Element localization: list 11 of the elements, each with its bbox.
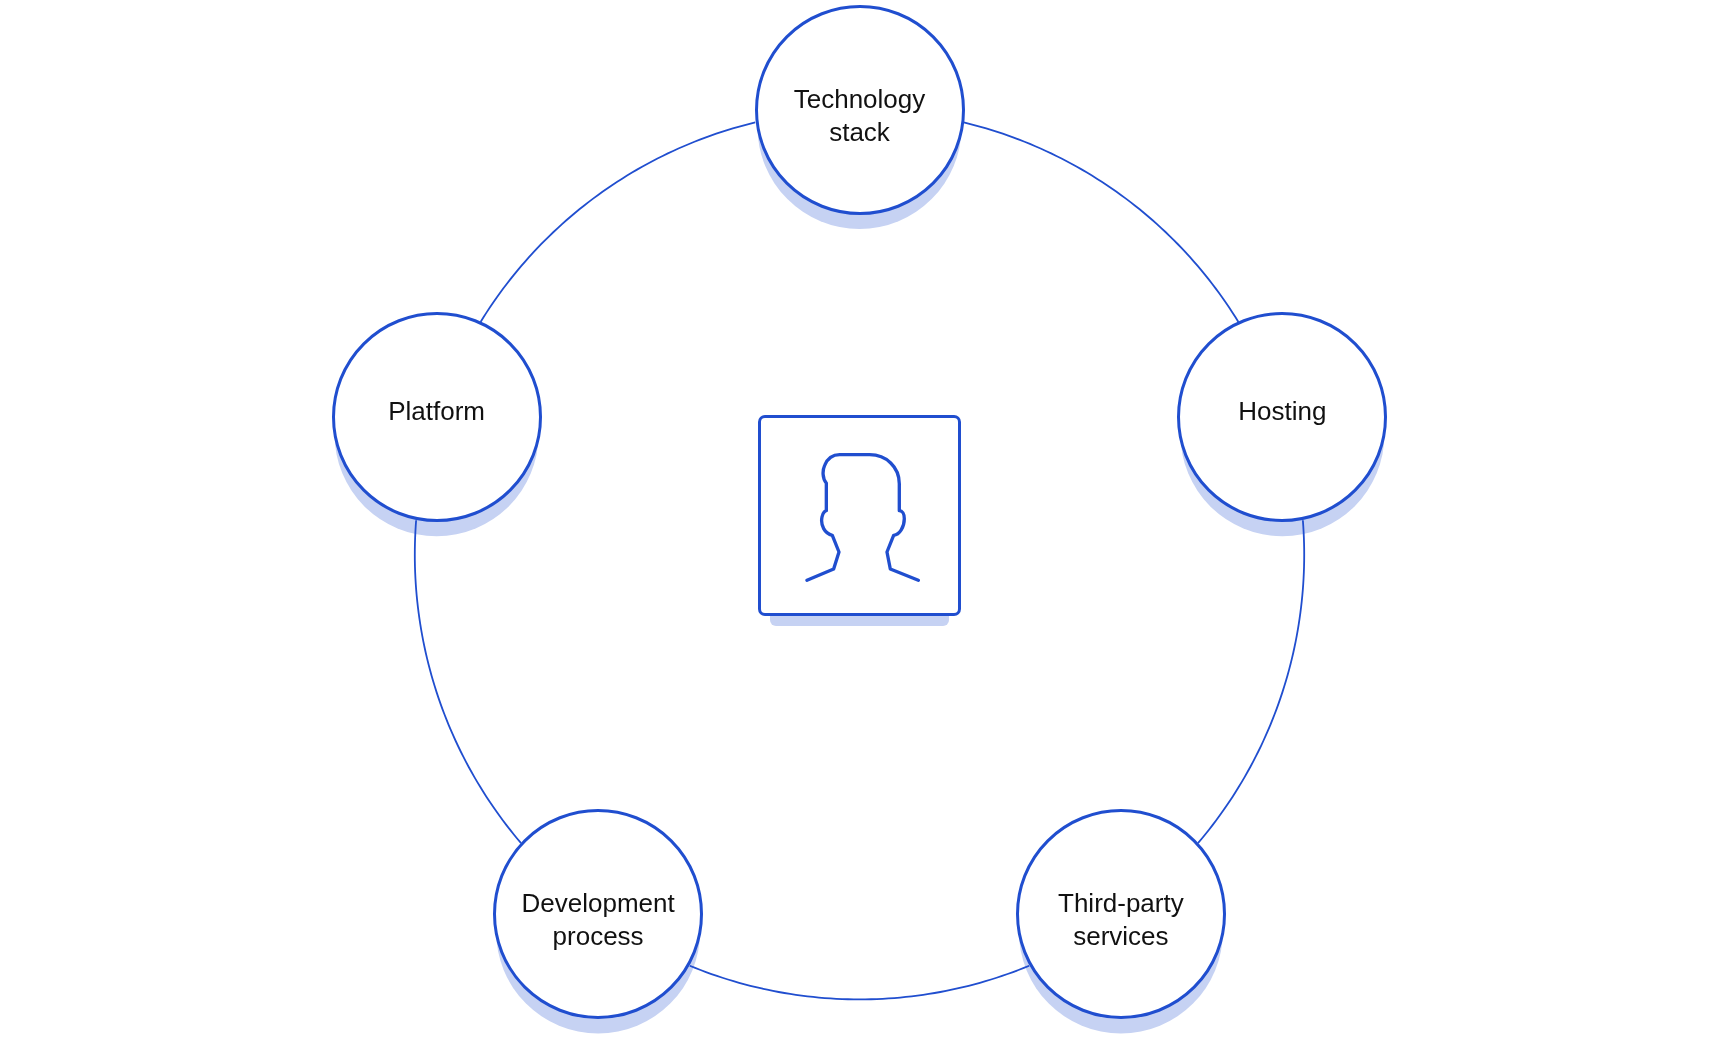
topic-label: Third-party services: [1057, 887, 1185, 954]
connector-line: [479, 121, 757, 323]
topic-label: Platform: [387, 394, 486, 428]
topic-label: Technology stack: [792, 83, 927, 149]
connector-line: [688, 964, 1031, 1001]
connector-line: [413, 519, 522, 845]
topic-label: Hosting: [1237, 394, 1328, 428]
profile-frame: [758, 415, 961, 616]
topic-label: Development process: [520, 887, 676, 954]
connector-line: [1197, 519, 1306, 845]
connector-line: [962, 121, 1240, 323]
